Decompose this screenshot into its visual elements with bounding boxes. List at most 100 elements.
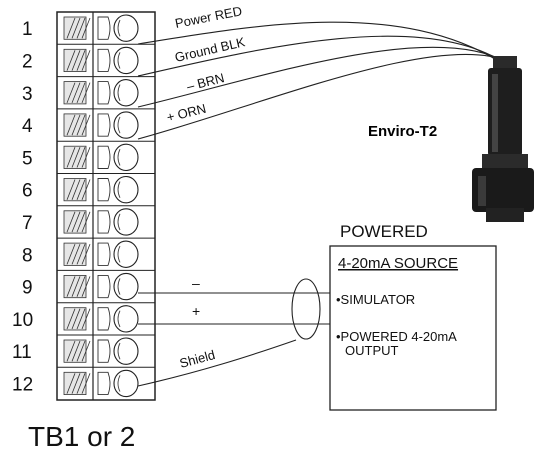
terminal-2 xyxy=(57,43,155,75)
screw-slot xyxy=(117,278,121,295)
lever-hatch xyxy=(71,243,81,265)
lever-hatch xyxy=(81,340,91,362)
wire-label-power: Power RED xyxy=(174,3,244,31)
lever-hatch xyxy=(81,243,91,265)
screw-slot xyxy=(117,181,121,198)
screw-slot xyxy=(117,19,121,37)
wire-orn xyxy=(137,53,510,140)
lever-hatch xyxy=(71,373,81,394)
terminal-number: 2 xyxy=(22,51,33,72)
terminal-10 xyxy=(57,302,155,333)
lever-hatch xyxy=(81,147,91,168)
lever-hatch xyxy=(76,243,86,265)
lever-hatch xyxy=(71,82,81,104)
plus-label: + xyxy=(192,303,200,319)
terminal-screw xyxy=(113,208,139,236)
screw-slot xyxy=(117,116,121,134)
lever-hatch xyxy=(71,17,81,39)
lever-hatch xyxy=(76,276,86,297)
lever-hatch xyxy=(81,114,91,136)
terminal-7 xyxy=(57,205,155,236)
terminal-11 xyxy=(57,334,155,365)
terminal-clamp xyxy=(97,339,111,363)
lever-hatch xyxy=(66,17,76,39)
lever-hatch xyxy=(76,373,86,394)
lever-hatch xyxy=(66,179,76,200)
lever-hatch xyxy=(81,17,91,39)
lever-hatch xyxy=(71,276,81,297)
lever-hatch xyxy=(66,82,76,104)
bullet-powered-line1: •POWERED 4-20mA xyxy=(336,329,457,344)
sensor-wires xyxy=(137,21,510,140)
terminal-screw xyxy=(113,111,139,139)
shield-ellipse xyxy=(291,278,321,340)
screw-slot xyxy=(117,213,121,231)
screw-slot xyxy=(117,310,121,328)
terminal-clamp xyxy=(97,16,111,40)
lever-hatch xyxy=(76,82,86,104)
terminal-number: 12 xyxy=(12,374,33,395)
lever-hatch xyxy=(71,340,81,362)
sensor-label: Enviro-T2 xyxy=(368,123,437,140)
terminal-8 xyxy=(57,237,155,268)
terminal-number: 8 xyxy=(22,245,33,266)
terminal-6 xyxy=(57,173,155,204)
source-subtitle: 4-20mA SOURCE xyxy=(338,255,458,272)
terminal-clamp xyxy=(97,242,111,266)
terminal-screw xyxy=(113,369,139,398)
terminal-clamp xyxy=(97,113,111,137)
wire-power-red xyxy=(137,21,501,63)
terminal-block xyxy=(56,11,156,401)
lever-hatch xyxy=(81,308,91,330)
lever-hatch xyxy=(66,308,76,330)
lever-hatch xyxy=(81,82,91,104)
terminal-clamp xyxy=(97,307,111,331)
lever-hatch xyxy=(66,340,76,362)
terminal-screw xyxy=(113,175,139,204)
terminal-number: 7 xyxy=(22,213,33,234)
terminal-number: 5 xyxy=(22,148,33,169)
screw-slot xyxy=(117,84,121,102)
enviro-t2-sensor xyxy=(472,56,534,222)
lever-hatch xyxy=(76,147,86,168)
terminal-screw xyxy=(113,143,139,172)
terminal-clamp xyxy=(97,178,111,202)
terminal-screw xyxy=(113,337,139,365)
screw-slot xyxy=(117,52,121,69)
terminal-5 xyxy=(57,140,155,172)
lever-hatch xyxy=(76,114,86,136)
terminal-screw xyxy=(113,79,139,107)
terminal-screw xyxy=(113,305,139,333)
screw-slot xyxy=(117,149,121,166)
minus-label: – xyxy=(192,275,200,291)
source-box xyxy=(329,245,497,411)
wire-brn xyxy=(137,46,507,108)
source-title: POWERED xyxy=(340,222,428,241)
screw-slot xyxy=(117,375,121,392)
lever-hatch xyxy=(76,211,86,233)
lever-hatch xyxy=(81,373,91,394)
lever-hatch xyxy=(66,147,76,168)
lever-hatch xyxy=(81,276,91,297)
lever-hatch xyxy=(66,373,76,394)
lever-hatch xyxy=(71,211,81,233)
terminal-number: 10 xyxy=(12,310,33,331)
terminal-clamp xyxy=(97,81,111,105)
lever-hatch xyxy=(81,211,91,233)
lever-hatch xyxy=(76,50,86,71)
terminal-clamp xyxy=(97,371,111,396)
terminal-number: 9 xyxy=(22,278,33,299)
terminal-clamp xyxy=(97,48,111,73)
lever-hatch xyxy=(71,50,81,71)
terminal-9 xyxy=(57,269,155,301)
lever-hatch xyxy=(66,243,76,265)
lever-hatch xyxy=(76,340,86,362)
terminal-number: 3 xyxy=(22,84,33,105)
screw-slot xyxy=(117,245,121,263)
wire-ground-blk xyxy=(137,35,504,77)
lever-hatch xyxy=(76,179,86,200)
lever-hatch xyxy=(66,276,76,297)
terminal-screw xyxy=(113,240,139,268)
lever-hatch xyxy=(71,114,81,136)
